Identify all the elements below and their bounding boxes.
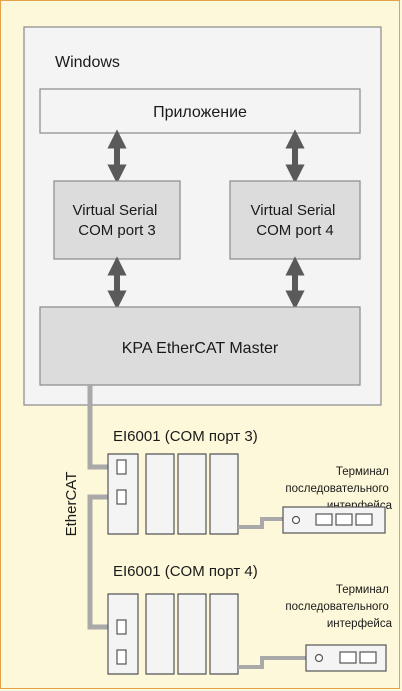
terminal-device-1 bbox=[282, 506, 386, 534]
module-2-port-in bbox=[116, 619, 127, 635]
windows-label: Windows bbox=[55, 54, 120, 71]
module-1-slot-2 bbox=[145, 453, 175, 535]
module-1-port-in bbox=[116, 459, 127, 475]
device-1-label: Терминал последовательного интерфейса bbox=[285, 466, 392, 512]
com-port-4-box bbox=[229, 180, 361, 260]
device-1-line-2: последовательного bbox=[285, 483, 388, 495]
com-port-3-label: Virtual Serial COM port 3 bbox=[73, 202, 162, 239]
application-label: Приложение bbox=[153, 104, 247, 121]
ethercat-label: EtherCAT bbox=[63, 472, 80, 537]
ethercat-cable-link bbox=[87, 494, 118, 630]
device-1-line-1: Терминал bbox=[336, 466, 389, 478]
device-1-port-a bbox=[315, 513, 333, 526]
com-port-4-line-1: Virtual Serial bbox=[251, 202, 336, 219]
device-1-port-c bbox=[355, 513, 373, 526]
com-port-3-line-2: COM port 3 bbox=[78, 222, 156, 239]
serial-cable-1 bbox=[238, 517, 283, 529]
module-2-slot-3 bbox=[177, 593, 207, 675]
module-2-slot-2 bbox=[145, 593, 175, 675]
device-2-line-3: интерфейса bbox=[327, 618, 393, 630]
module-1-slot-3 bbox=[177, 453, 207, 535]
device-2-port-a bbox=[339, 651, 357, 664]
application-box bbox=[39, 88, 361, 134]
device-1-led bbox=[291, 515, 301, 525]
terminal-1-title: EI6001 (COM порт 3) bbox=[113, 428, 258, 445]
com-port-4-line-2: COM port 4 bbox=[256, 222, 334, 239]
master-label: KPA EtherCAT Master bbox=[122, 340, 279, 357]
module-2-port-out bbox=[116, 649, 127, 665]
terminal-2-title: EI6001 (COM порт 4) bbox=[113, 563, 258, 580]
module-2-slot-4 bbox=[209, 593, 239, 675]
device-2-port-b bbox=[359, 651, 377, 664]
device-2-label: Терминал последовательного интерфейса bbox=[285, 584, 392, 630]
device-1-port-b bbox=[335, 513, 353, 526]
com-port-4-label: Virtual Serial COM port 4 bbox=[251, 202, 340, 239]
ei6001-module-2 bbox=[107, 593, 239, 675]
com-port-3-box bbox=[53, 180, 181, 260]
master-box bbox=[39, 306, 361, 386]
terminal-device-2 bbox=[305, 644, 387, 672]
serial-cable-2 bbox=[238, 656, 306, 669]
com-port-3-line-1: Virtual Serial bbox=[73, 202, 158, 219]
device-2-led bbox=[314, 653, 324, 663]
module-1-slot-4 bbox=[209, 453, 239, 535]
module-1-port-out bbox=[116, 489, 127, 505]
ei6001-module-1 bbox=[107, 453, 239, 535]
device-2-line-2: последовательного bbox=[285, 601, 388, 613]
device-2-line-1: Терминал bbox=[336, 584, 389, 596]
